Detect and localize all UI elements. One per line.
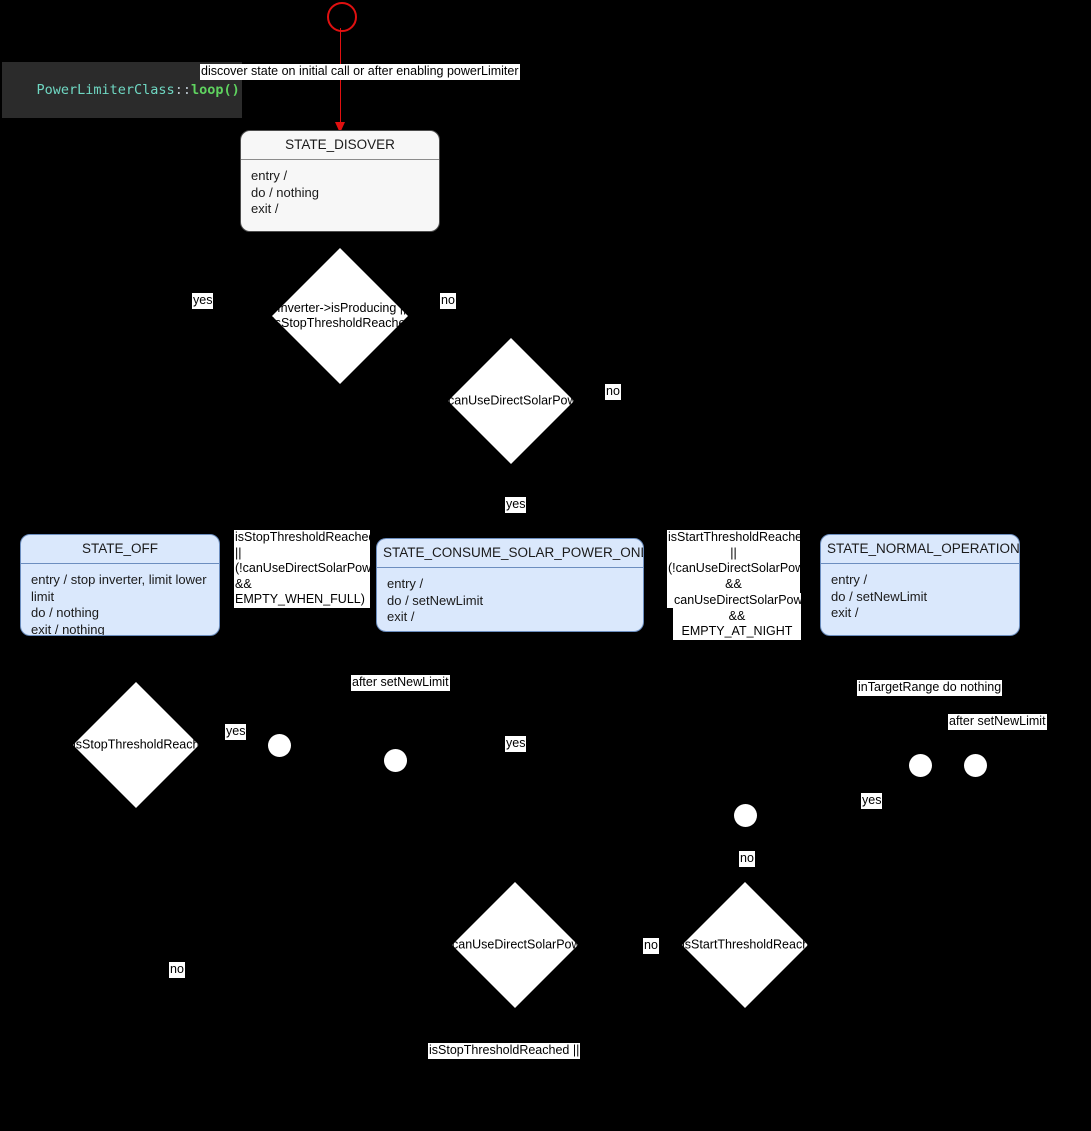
- edge-label-no-1: no: [440, 293, 456, 309]
- state-body: entry / stop inverter, limit lower limit…: [31, 572, 207, 636]
- edge-label-yes-2: yes: [505, 497, 527, 513]
- edge-label-no-5: no: [643, 938, 659, 954]
- edge-label-yes-4: yes: [505, 736, 527, 752]
- code-function-name: loop(): [190, 82, 240, 98]
- state-title: STATE_CONSUME_SOLAR_POWER_ONLY: [383, 545, 644, 560]
- state-title: STATE_NORMAL_OPERATION: [827, 541, 1020, 556]
- edge-label-is-stop-threshold-reached-or: isStopThresholdReached ||: [428, 1043, 581, 1059]
- state-divider: [377, 567, 643, 568]
- edge-label-yes-5: yes: [861, 793, 883, 809]
- start-transition-arrowhead: [334, 122, 345, 133]
- decision-node-is-stop-threshold-reached[interactable]: isStopThresholdReached: [73, 682, 199, 808]
- decision-shape: [452, 882, 578, 1008]
- edge-label-in-target-range: inTargetRange do nothing: [857, 680, 1003, 696]
- state-title: STATE_OFF: [81, 541, 158, 556]
- edge-label-after-set-new-limit-1: after setNewLimit: [351, 675, 450, 691]
- decision-shape: [448, 338, 574, 464]
- junction-dot-2: [384, 749, 407, 772]
- decision-node-inverter-producing[interactable]: !Inverter->isProducing || isStopThreshol…: [272, 248, 408, 384]
- junction-dot-4: [909, 754, 932, 777]
- decision-shape: [73, 682, 199, 808]
- decision-shape: [272, 248, 408, 384]
- state-divider: [21, 563, 219, 564]
- code-scope-operator: ::: [174, 82, 191, 98]
- decision-node-can-use-direct-solar-power-top[interactable]: canUseDirectSolarPower: [448, 338, 574, 464]
- state-body: entry / do / nothing exit /: [251, 168, 319, 216]
- state-body: entry / do / setNewLimit exit /: [387, 576, 484, 624]
- edge-label-guard-can-use-direct-solar-at-night: canUseDirectSolarPower && EMPTY_AT_NIGHT: [673, 593, 814, 640]
- state-node-state-off[interactable]: STATE_OFF entry / stop inverter, limit l…: [20, 534, 220, 636]
- junction-dot-1: [268, 734, 291, 757]
- edge-label-no-4: no: [739, 851, 755, 867]
- edge-label-yes-1: yes: [192, 293, 214, 309]
- state-divider: [241, 159, 439, 160]
- state-node-state-disover[interactable]: STATE_DISOVER entry / do / nothing exit …: [240, 130, 440, 232]
- edge-label-no-2: no: [605, 384, 621, 400]
- edge-label-start-transition: discover state on initial call or after …: [200, 64, 520, 80]
- state-node-state-normal-operation[interactable]: STATE_NORMAL_OPERATION entry / do / setN…: [820, 534, 1020, 636]
- code-class-name: PowerLimiterClass: [36, 82, 175, 98]
- edge-label-no-3: no: [169, 962, 185, 978]
- state-title: STATE_DISOVER: [285, 137, 395, 152]
- junction-dot-3: [734, 804, 757, 827]
- edge-label-after-set-new-limit-2: after setNewLimit: [948, 714, 1047, 730]
- decision-node-can-use-direct-solar-power-bottom[interactable]: canUseDirectSolarPower: [452, 882, 578, 1008]
- state-divider: [821, 563, 1019, 564]
- initial-state-node: [327, 2, 357, 32]
- edge-label-guard-stop-threshold-when-full: isStopThresholdReached || (!canUseDirect…: [234, 530, 383, 608]
- edge-label-yes-3: yes: [225, 724, 247, 740]
- state-body: entry / do / setNewLimit exit /: [831, 572, 928, 620]
- state-node-state-consume-solar-power-only[interactable]: STATE_CONSUME_SOLAR_POWER_ONLY entry / d…: [376, 538, 644, 632]
- decision-shape: [682, 882, 808, 1008]
- junction-dot-5: [964, 754, 987, 777]
- decision-node-is-start-threshold-reached[interactable]: isStartThresholdReached: [682, 882, 808, 1008]
